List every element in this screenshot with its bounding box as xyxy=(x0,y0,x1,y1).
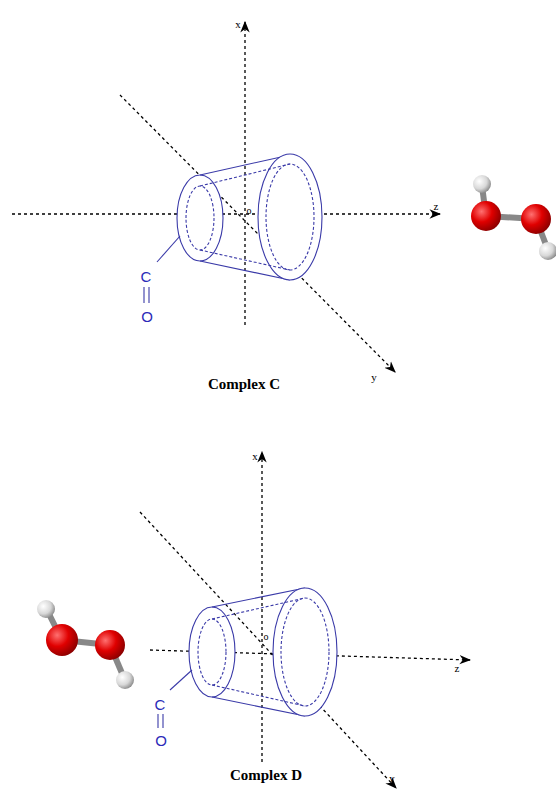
cyclodextrin-cone-d xyxy=(158,588,337,728)
atom-label: O xyxy=(155,733,167,748)
axis-label: y xyxy=(371,372,377,383)
axis-label: x xyxy=(252,451,258,462)
atom-label: C xyxy=(141,269,152,284)
panel-caption: Complex C xyxy=(208,377,280,392)
hydrogen-peroxide-c xyxy=(471,175,556,260)
panel-caption: Complex D xyxy=(230,768,302,783)
origin-label: o xyxy=(264,632,269,642)
axis-label: x xyxy=(235,19,241,30)
atom-label: C xyxy=(155,697,166,712)
axis-label: z xyxy=(434,201,439,212)
hydrogen-peroxide-d xyxy=(37,600,134,689)
axis-label: z xyxy=(455,663,460,674)
origin-label: o xyxy=(247,206,252,216)
panel-d xyxy=(140,452,470,788)
panel-c xyxy=(12,22,440,372)
atom-label: O xyxy=(141,309,153,324)
cyclodextrin-cone-c xyxy=(144,154,322,303)
axis-label: y xyxy=(389,773,395,784)
